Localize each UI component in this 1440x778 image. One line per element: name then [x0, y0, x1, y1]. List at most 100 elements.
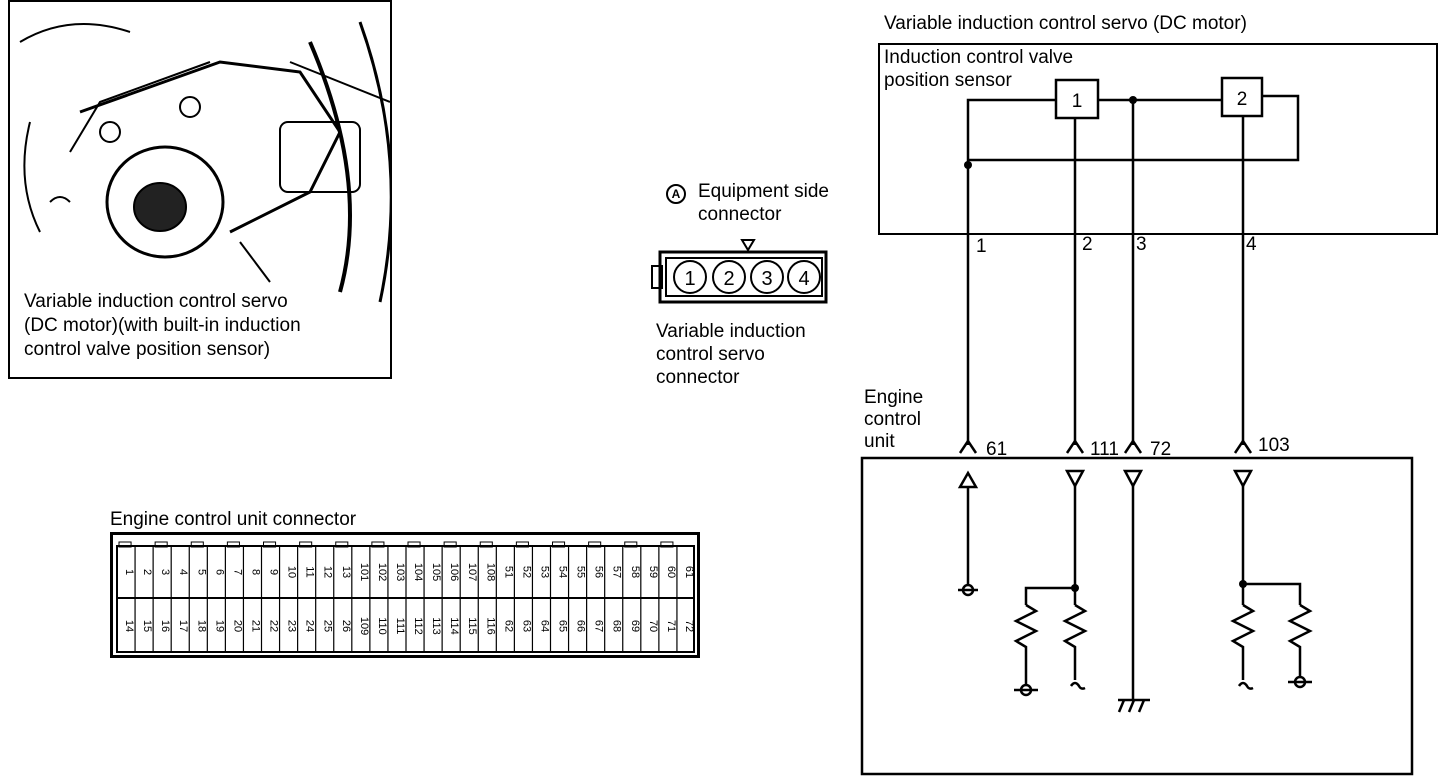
ecu-connector-pin-62: 62 — [502, 620, 514, 632]
connector-a-caption-line-1: Variable induction — [656, 321, 806, 342]
ecu-label-line-2: control — [864, 409, 922, 430]
component-photo-panel: Variable induction control servo (DC mot… — [8, 0, 392, 379]
photo-caption-line-1: Variable induction control servo — [24, 291, 288, 312]
ecu-connector-pin-102: 102 — [376, 563, 388, 581]
connector-a-pin-3: 3 — [761, 268, 772, 290]
ecu-connector-pin-108: 108 — [484, 563, 496, 581]
ecu-connector-outline — [110, 532, 700, 658]
connector-a-caption: Variable induction control servo connect… — [656, 320, 806, 389]
ecu-connector-pin-113: 113 — [430, 617, 442, 635]
ecu-connector-pin-13: 13 — [340, 566, 352, 578]
ecu-connector-pin-9: 9 — [268, 569, 280, 575]
ecu-connector-pin-57: 57 — [611, 566, 623, 578]
ecu-connector-pin-58: 58 — [629, 566, 641, 578]
connector-a-pin-1: 1 — [684, 268, 695, 290]
ecu-label: Engine control unit — [864, 387, 923, 453]
connector-a-title-line-1: Equipment side — [698, 181, 829, 202]
ecu-connector-pin-110: 110 — [376, 617, 388, 635]
ecu-connector-pin-19: 19 — [213, 620, 225, 632]
connector-a-title-line-2: connector — [698, 204, 782, 225]
ecu-connector-pin-69: 69 — [629, 620, 641, 632]
ecu-connector-pin-25: 25 — [322, 620, 334, 632]
ecu-connector-pin-18: 18 — [195, 620, 207, 632]
ecu-connector-pin-61: 61 — [683, 566, 695, 578]
ecu-connector-pin-106: 106 — [448, 563, 460, 581]
ecu-connector-pin-8: 8 — [249, 569, 261, 575]
connector-a-caption-line-2: control servo — [656, 344, 765, 365]
ecu-connector-pin-56: 56 — [593, 566, 605, 578]
connector-a-caption-line-3: connector — [656, 367, 740, 388]
sensor-label-line-1: Induction control valve — [884, 47, 1074, 68]
ecu-pin-103: 103 — [1258, 435, 1290, 456]
ecu-connector-pin-52: 52 — [520, 566, 532, 578]
ecu-label-line-1: Engine — [864, 387, 924, 408]
ecu-connector-pin-60: 60 — [665, 566, 677, 578]
ecu-connector-pin-70: 70 — [647, 620, 659, 632]
ecu-connector-pin-6: 6 — [213, 569, 225, 575]
photo-caption-line-2: (DC motor)(with built-in induction — [24, 315, 301, 336]
ecu-connector-pin-14: 14 — [123, 620, 135, 632]
ecu-connector-pin-22: 22 — [268, 620, 280, 632]
ecu-connector-title: Engine control unit connector — [110, 509, 357, 530]
ecu-connector-pin-103: 103 — [394, 563, 406, 581]
ecu-connector-pin-59: 59 — [647, 566, 659, 578]
photo-caption: Variable induction control servo (DC mot… — [24, 290, 301, 362]
ecu-connector-pin-23: 23 — [286, 620, 298, 632]
servo-illustration — [19, 21, 390, 303]
ecu-connector-pin-2: 2 — [141, 569, 153, 575]
ecu-connector-pin-71: 71 — [665, 620, 677, 632]
connector-a-marker: A — [666, 184, 686, 204]
servo-box — [878, 43, 1438, 235]
ecu-pin-111: 111 — [1090, 439, 1119, 460]
ecu-connector-pin-55: 55 — [575, 566, 587, 578]
ecu-connector-pin-11: 11 — [304, 566, 316, 577]
ecu-connector-pin-54: 54 — [557, 566, 569, 578]
ecu-connector-pin-64: 64 — [538, 620, 550, 632]
connector-a-title: Equipment side connector — [698, 180, 829, 226]
sensor-label-line-2: position sensor — [884, 70, 1012, 91]
ecu-connector-pin-20: 20 — [231, 620, 243, 632]
ecu-connector-pin-112: 112 — [412, 617, 424, 635]
servo-terminal-3: 3 — [1136, 234, 1147, 255]
photo-caption-line-3: control valve position sensor) — [24, 339, 271, 360]
servo-title: Variable induction control servo (DC mot… — [884, 13, 1247, 34]
connector-a-pin-4: 4 — [798, 268, 809, 290]
ecu-pin-72: 72 — [1150, 439, 1171, 460]
ecu-connector-pin-26: 26 — [340, 620, 352, 632]
connector-a-pin-2: 2 — [723, 268, 734, 290]
ecu-connector-pin-1: 1 — [123, 569, 135, 575]
ecu-connector-pin-65: 65 — [557, 620, 569, 632]
ecu-connector-pin-101: 101 — [358, 563, 370, 581]
ecu-connector-pin-16: 16 — [159, 620, 171, 632]
ecu-pin-61: 61 — [986, 439, 1007, 460]
ecu-connector-pin-53: 53 — [538, 566, 550, 578]
ecu-connector-pin-21: 21 — [249, 620, 261, 632]
ecu-connector-pin-111: 111 — [394, 618, 406, 635]
ecu-connector-pin-67: 67 — [593, 620, 605, 632]
ecu-connector-pin-115: 115 — [466, 617, 478, 635]
ecu-connector-pin-114: 114 — [448, 617, 460, 635]
ecu-connector-pin-7: 7 — [231, 569, 243, 575]
servo-terminal-4: 4 — [1246, 234, 1257, 255]
servo-terminal-1: 1 — [976, 236, 987, 257]
ecu-connector-pin-104: 104 — [412, 563, 424, 581]
ecu-connector-pin-15: 15 — [141, 620, 153, 632]
ecu-connector-pin-109: 109 — [358, 617, 370, 635]
ecu-connector-pin-24: 24 — [304, 620, 316, 632]
ecu-connector-pin-116: 116 — [484, 617, 496, 635]
ecu-connector-pin-51: 51 — [502, 566, 514, 578]
ecu-connector-pin-4: 4 — [177, 569, 189, 575]
servo-terminal-2: 2 — [1082, 234, 1093, 255]
ecu-connector-pin-10: 10 — [286, 566, 298, 578]
ecu-label-line-3: unit — [864, 431, 895, 452]
connector-a-drawing: 1 2 3 4 — [651, 239, 828, 304]
ecu-connector-pin-17: 17 — [177, 620, 189, 632]
ecu-connector-pin-3: 3 — [159, 569, 171, 575]
ecu-connector-pin-5: 5 — [195, 569, 207, 575]
ecu-connector-pin-107: 107 — [466, 563, 478, 581]
ecu-connector-pin-66: 66 — [575, 620, 587, 632]
ecu-connector-pin-68: 68 — [611, 620, 623, 632]
sensor-label: Induction control valve position sensor — [884, 46, 1073, 92]
ecu-connector-pin-12: 12 — [322, 566, 334, 578]
